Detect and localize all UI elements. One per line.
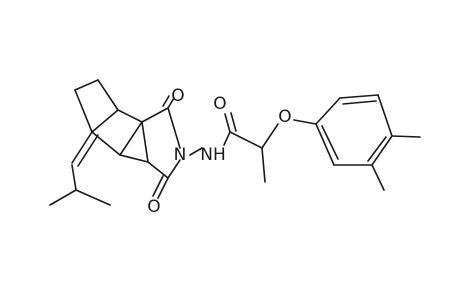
bond xyxy=(261,123,279,149)
bond xyxy=(229,131,263,149)
bond xyxy=(71,131,93,164)
bond xyxy=(367,136,387,162)
bond xyxy=(117,109,143,123)
bond xyxy=(167,107,181,149)
bond xyxy=(152,175,164,197)
bond xyxy=(321,125,339,160)
bond xyxy=(377,94,393,137)
bond xyxy=(391,135,421,138)
oxygen-label-amide: O xyxy=(213,94,226,114)
bond xyxy=(189,147,203,156)
bond xyxy=(141,107,169,123)
bond xyxy=(167,97,175,109)
amide-chain xyxy=(189,112,317,183)
bond xyxy=(224,113,231,133)
bond xyxy=(339,94,379,99)
bond xyxy=(91,131,121,156)
bond xyxy=(230,112,237,132)
bond xyxy=(315,97,341,125)
bond xyxy=(342,100,377,105)
nh-label: NH xyxy=(200,145,226,165)
bond xyxy=(71,164,77,191)
bond xyxy=(141,121,149,163)
bond xyxy=(162,95,170,107)
bond xyxy=(371,164,385,191)
bond xyxy=(147,161,169,179)
bond xyxy=(77,134,99,167)
bond xyxy=(119,154,149,163)
atom-labels: O O N NH O O xyxy=(147,86,291,217)
bond xyxy=(371,135,393,166)
oxygen-label-ether: O xyxy=(278,107,291,127)
bond xyxy=(91,109,119,133)
bond xyxy=(119,121,143,156)
bicyclic-imide-core xyxy=(49,79,181,206)
bond xyxy=(315,123,335,166)
bond xyxy=(74,89,93,133)
bond xyxy=(167,159,181,179)
dimethylphenyl-ring xyxy=(315,94,421,191)
bond xyxy=(261,147,266,183)
bond xyxy=(223,131,231,146)
bond xyxy=(49,189,77,206)
oxygen-label-top-imide: O xyxy=(171,86,184,106)
bond xyxy=(74,79,99,91)
bond xyxy=(75,189,111,206)
bond xyxy=(97,79,119,111)
bond xyxy=(157,177,169,199)
nitrogen-label-imide: N xyxy=(174,145,187,165)
oxygen-label-bottom-imide: O xyxy=(147,197,160,217)
bond xyxy=(293,119,317,125)
